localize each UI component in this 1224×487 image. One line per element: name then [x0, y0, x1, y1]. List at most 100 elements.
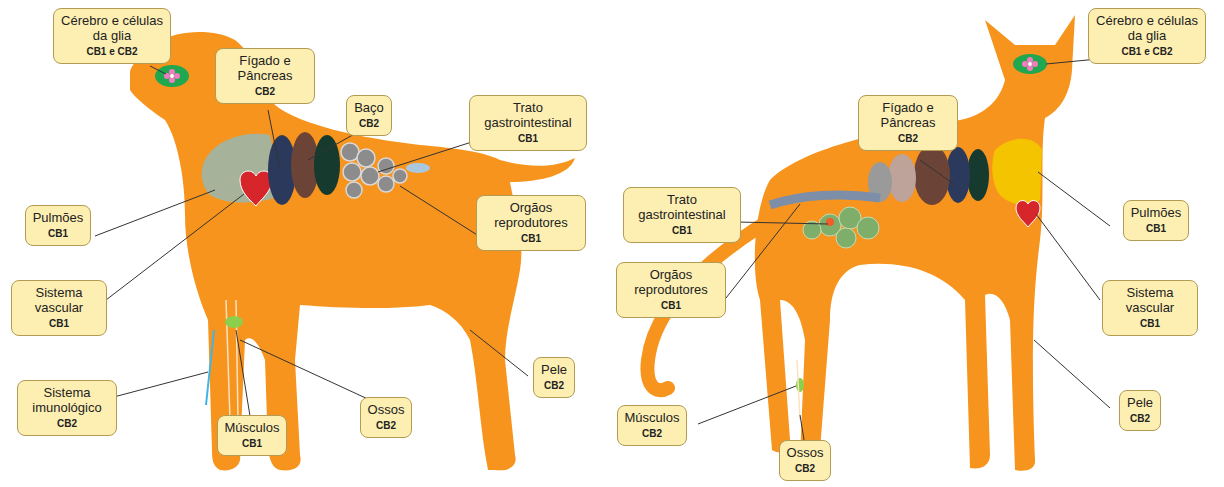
organ-name: Pulmões	[33, 210, 84, 225]
receptor-type: CB2	[25, 417, 109, 431]
illustration-part	[470, 330, 528, 376]
illustration-part	[393, 169, 407, 183]
illustration-part	[240, 340, 370, 400]
organ-name: Sistema vascular	[19, 285, 99, 315]
illustration-part	[236, 330, 250, 416]
receptor-type: CB1	[1131, 222, 1182, 236]
label-box: Orgãos reprodutoresCB1	[476, 195, 586, 251]
receptor-type: CB1	[484, 232, 578, 246]
illustration-part	[836, 228, 856, 248]
dog-lymph-vessel	[206, 330, 214, 405]
organ-name: Orgãos reprodutores	[624, 267, 718, 297]
illustration-part	[308, 132, 358, 160]
label-box: MúsculosCB2	[617, 405, 688, 446]
organ-name: Sistema imunológico	[25, 385, 109, 415]
illustration-part	[400, 186, 482, 238]
receptor-type: CB1 e CB2	[61, 45, 163, 59]
organ-name: Baço	[354, 100, 384, 115]
leader-lines	[95, 58, 1110, 446]
illustration-part	[920, 160, 955, 185]
illustration-part	[150, 66, 166, 74]
label-box: Fígado e PâncreasCB2	[215, 48, 315, 104]
cat-organ	[914, 145, 950, 205]
organ-name: Trato gastrointestinal	[477, 100, 579, 130]
receptor-type: CB1	[631, 224, 733, 238]
dog-intestines	[341, 143, 407, 198]
illustration-part	[174, 73, 180, 79]
illustration-part	[357, 149, 375, 167]
receptor-type: CB2	[541, 379, 567, 393]
dog-muscle	[225, 316, 243, 328]
cat-intestine-mark	[826, 218, 834, 226]
illustration-part	[95, 190, 215, 236]
receptor-type: CB1	[19, 317, 99, 331]
receptor-type: CB1	[1110, 317, 1190, 331]
receptor-type: CB2	[368, 419, 405, 433]
label-box: Sistema imunológicoCB2	[17, 380, 117, 436]
illustration-part	[378, 140, 478, 172]
illustration-part	[1028, 62, 1032, 66]
label-box: Trato gastrointestinalCB1	[623, 187, 741, 243]
label-box: PulmõesCB1	[1123, 200, 1190, 241]
label-box: Sistema vascularCB1	[11, 280, 107, 336]
organ-name: Cérebro e células da glia	[61, 13, 163, 43]
brain-flower	[164, 69, 180, 83]
illustration-part	[1034, 340, 1110, 408]
organ-name: Cérebro e células da glia	[1096, 13, 1198, 43]
label-box: BaçoCB2	[346, 95, 392, 136]
label-box: PeleCB2	[533, 357, 575, 398]
illustration-part	[343, 163, 361, 181]
illustration-part	[1036, 214, 1100, 300]
organ-name: Pele	[541, 362, 567, 377]
receptor-type: CB1	[33, 227, 84, 241]
illustration-part	[346, 182, 362, 198]
illustration-part	[106, 194, 244, 300]
organ-name: Músculos	[225, 420, 280, 435]
illustration-part	[1032, 61, 1038, 67]
label-box: Cérebro e células da gliaCB1 e CB2	[53, 8, 171, 64]
cat-silhouette	[755, 15, 1075, 471]
cat-brain	[1013, 54, 1047, 74]
illustration-part	[1038, 172, 1110, 226]
label-box: Orgãos reprodutoresCB1	[616, 262, 726, 318]
organ-name: Pele	[1127, 395, 1153, 410]
cat-organ	[888, 154, 916, 202]
illustration-part	[1022, 61, 1028, 67]
receptor-type: CB2	[787, 462, 824, 476]
label-box: OssosCB2	[360, 397, 413, 438]
label-box: Fígado e PâncreasCB2	[858, 95, 958, 151]
cat-reproductive	[770, 195, 880, 205]
label-box: Sistema vascularCB1	[1102, 280, 1198, 336]
receptor-type: CB2	[223, 85, 307, 99]
label-box: Cérebro e células da gliaCB1 e CB2	[1088, 8, 1206, 64]
receptor-type: CB1	[624, 299, 718, 313]
label-box: MúsculosCB1	[217, 415, 288, 456]
organ-name: Pulmões	[1131, 205, 1182, 220]
organ-name: Ossos	[787, 445, 824, 460]
illustration-part	[857, 217, 879, 239]
illustration-part	[378, 176, 394, 192]
label-box: PulmõesCB1	[25, 205, 92, 246]
cat-pancreas	[967, 149, 989, 201]
cat-intestines	[803, 207, 879, 248]
label-box: PeleCB2	[1119, 390, 1161, 431]
cat-bones	[797, 360, 800, 420]
label-box: Trato gastrointestinalCB1	[469, 95, 587, 151]
illustration-part	[170, 74, 174, 78]
illustration-part	[361, 167, 379, 185]
dog-heart	[240, 171, 272, 206]
illustration-part	[698, 386, 796, 424]
organ-name: Trato gastrointestinal	[631, 192, 733, 222]
organ-name: Fígado e Pâncreas	[866, 100, 950, 130]
receptor-type: CB2	[1127, 412, 1153, 426]
receptor-type: CB2	[354, 117, 384, 131]
receptor-type: CB1	[477, 132, 579, 146]
receptor-type: CB1 e CB2	[1096, 45, 1198, 59]
illustration-part	[736, 222, 828, 224]
illustration-part	[268, 110, 280, 170]
organ-name: Orgãos reprodutores	[484, 200, 578, 230]
illustration-part	[110, 372, 208, 398]
receptor-type: CB2	[866, 132, 950, 146]
organ-name: Músculos	[625, 410, 680, 425]
